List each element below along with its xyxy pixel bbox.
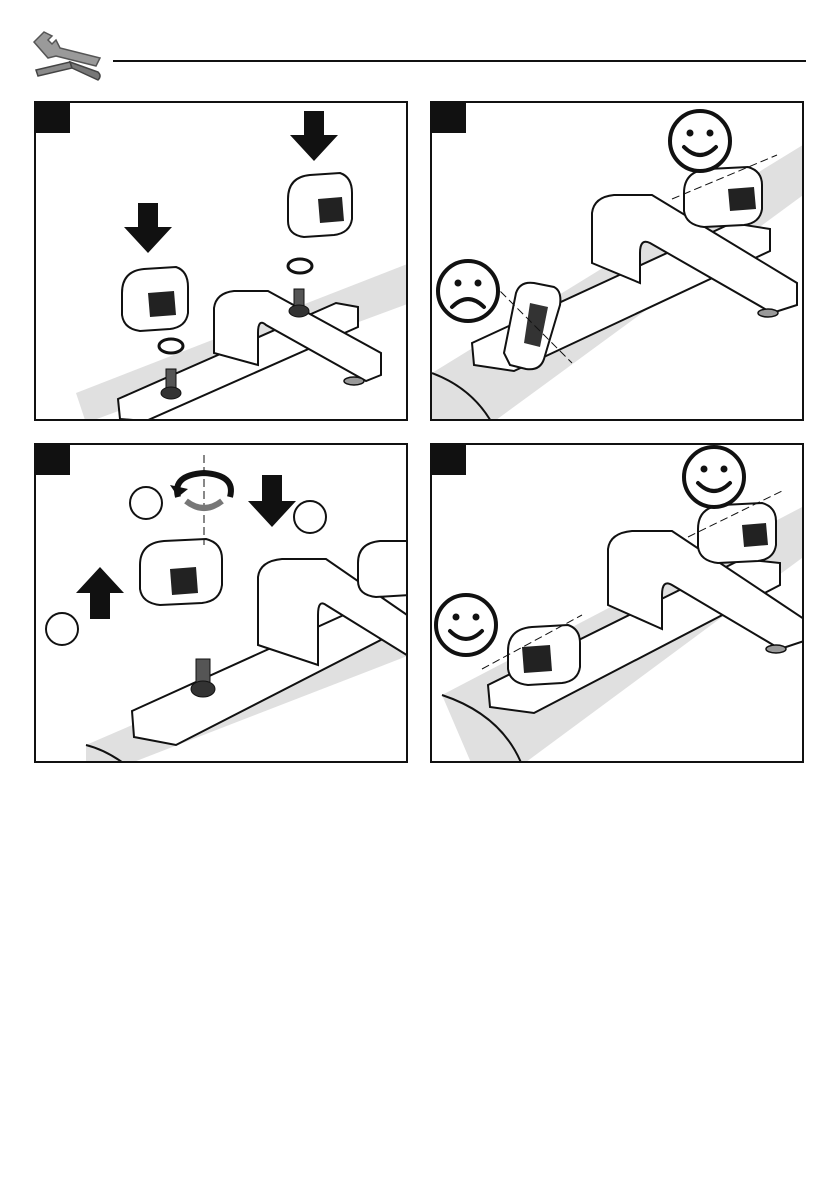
page-header (0, 0, 840, 90)
smiley-happy-icon (670, 111, 730, 171)
step-panel-4 (430, 443, 804, 763)
o-ring (288, 259, 312, 273)
callout-circle (130, 487, 162, 519)
header-rule (113, 60, 806, 62)
arrow-down-icon (124, 203, 172, 253)
step-badge (36, 103, 70, 133)
panel-2-illustration (432, 103, 804, 421)
arrow-down-icon (248, 475, 296, 527)
handle-lifted (140, 539, 222, 605)
smiley-happy-icon (436, 595, 496, 655)
wrench-screwdriver-icon (30, 28, 104, 84)
step-panel-3 (34, 443, 408, 763)
handle-right (358, 541, 408, 597)
panel-1-illustration (36, 103, 408, 421)
handle-left (122, 267, 188, 331)
step-panel-1 (34, 101, 408, 421)
arrow-down-icon (290, 111, 338, 161)
panel-4-illustration (432, 445, 804, 763)
smiley-happy-icon (684, 447, 744, 507)
panel-3-illustration (36, 445, 408, 763)
step-badge (36, 445, 70, 475)
handle-right (288, 173, 352, 237)
step-badge (432, 445, 466, 475)
step-badge (432, 103, 466, 133)
arrow-up-icon (76, 567, 124, 619)
o-ring (159, 339, 183, 353)
callout-circle (294, 501, 326, 533)
smiley-sad-icon (438, 261, 498, 321)
callout-circle (46, 613, 78, 645)
step-panel-2 (430, 101, 804, 421)
rotate-icon (170, 473, 231, 508)
